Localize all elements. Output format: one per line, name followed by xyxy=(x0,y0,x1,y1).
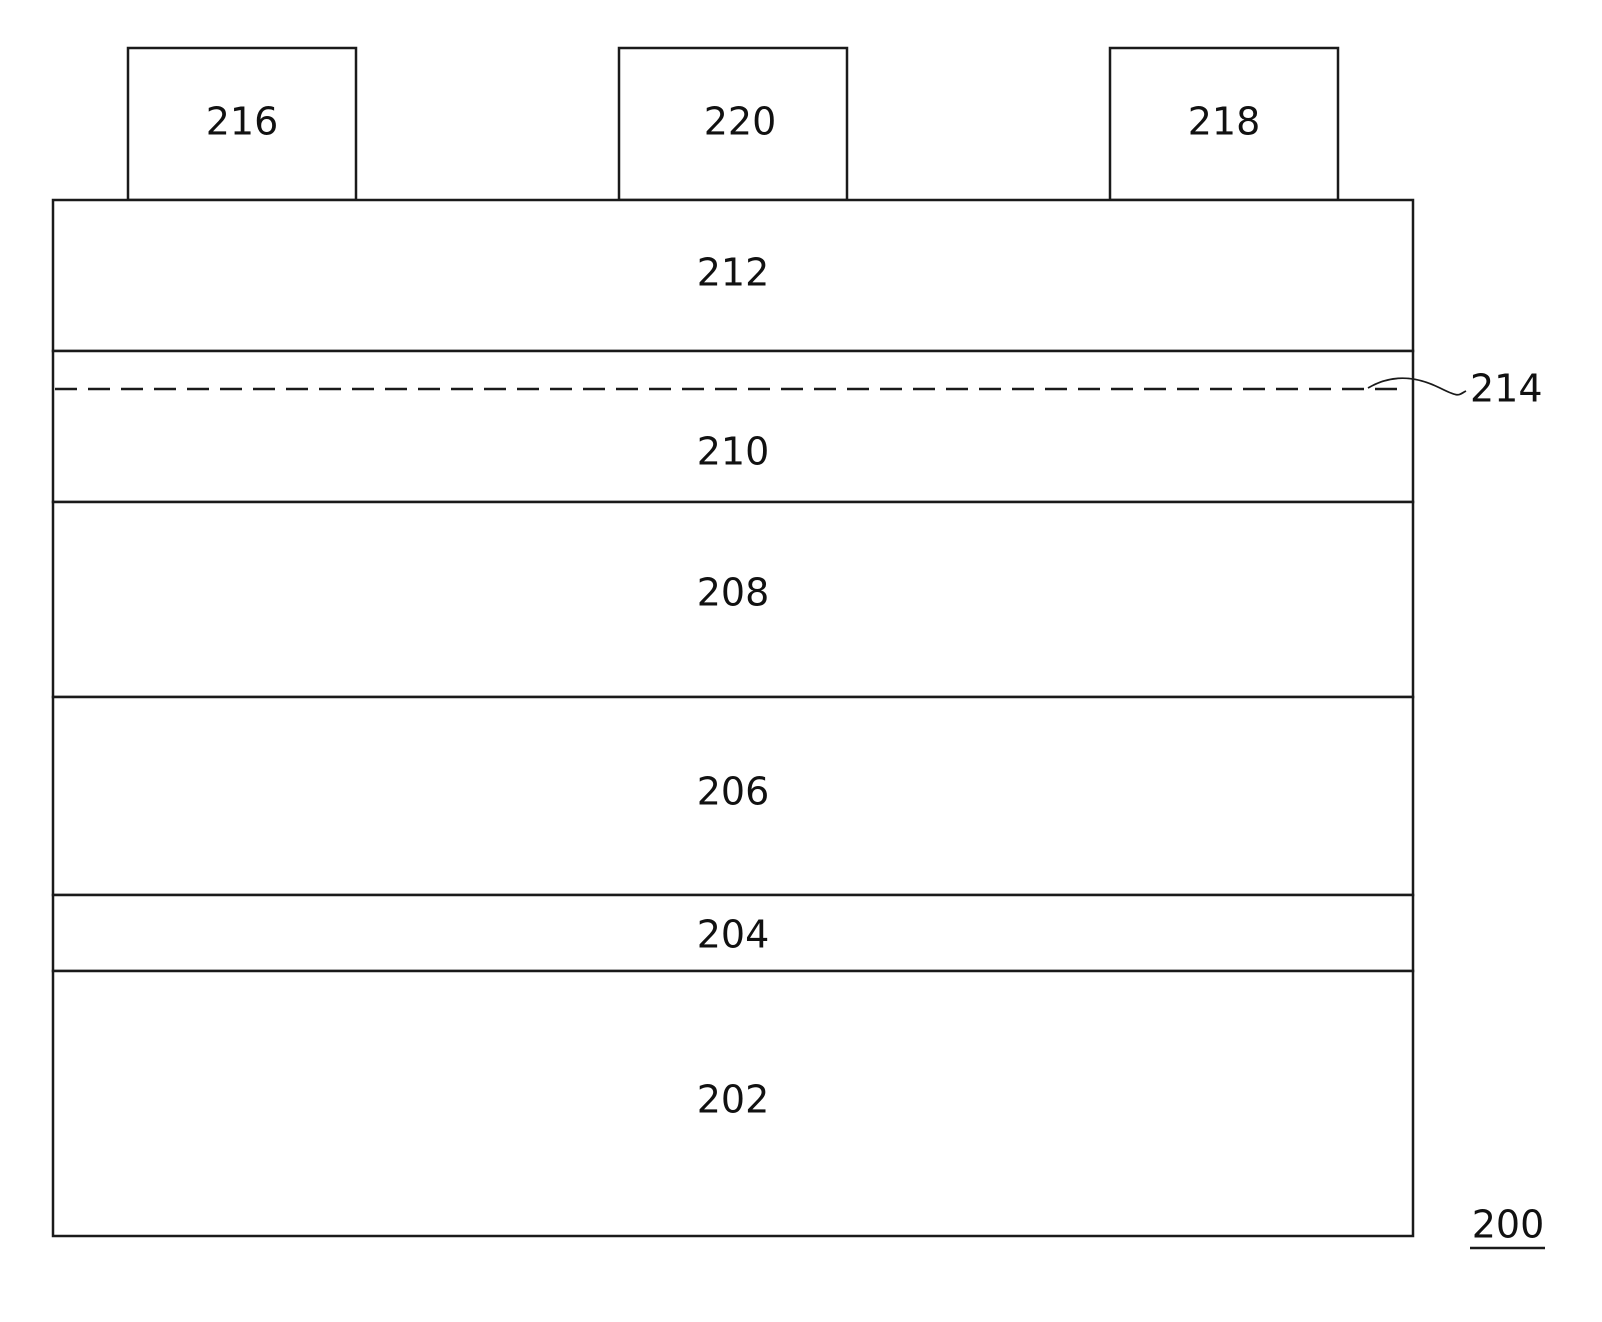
figure-reference: 200 xyxy=(1470,1203,1545,1249)
electrode-center-label: 220 xyxy=(704,100,777,144)
layer-stack: 212 210 208 206 204 202 xyxy=(53,200,1413,1236)
layer-204-label: 204 xyxy=(697,913,770,957)
layer-206-label: 206 xyxy=(697,770,770,814)
electrode-right-label: 218 xyxy=(1188,100,1261,144)
layer-208-label: 208 xyxy=(697,571,770,615)
electrode-right: 218 xyxy=(1110,48,1338,200)
electrode-left: 216 xyxy=(128,48,356,200)
layer-202-label: 202 xyxy=(697,1078,770,1122)
layer-210-label: 210 xyxy=(697,430,770,474)
electrode-left-label: 216 xyxy=(206,100,279,144)
layer-210 xyxy=(53,351,1413,502)
layer-212-label: 212 xyxy=(697,251,770,295)
figure-id-label: 200 xyxy=(1472,1203,1545,1247)
interface-label: 214 xyxy=(1470,367,1543,411)
electrode-center: 220 xyxy=(619,48,847,200)
